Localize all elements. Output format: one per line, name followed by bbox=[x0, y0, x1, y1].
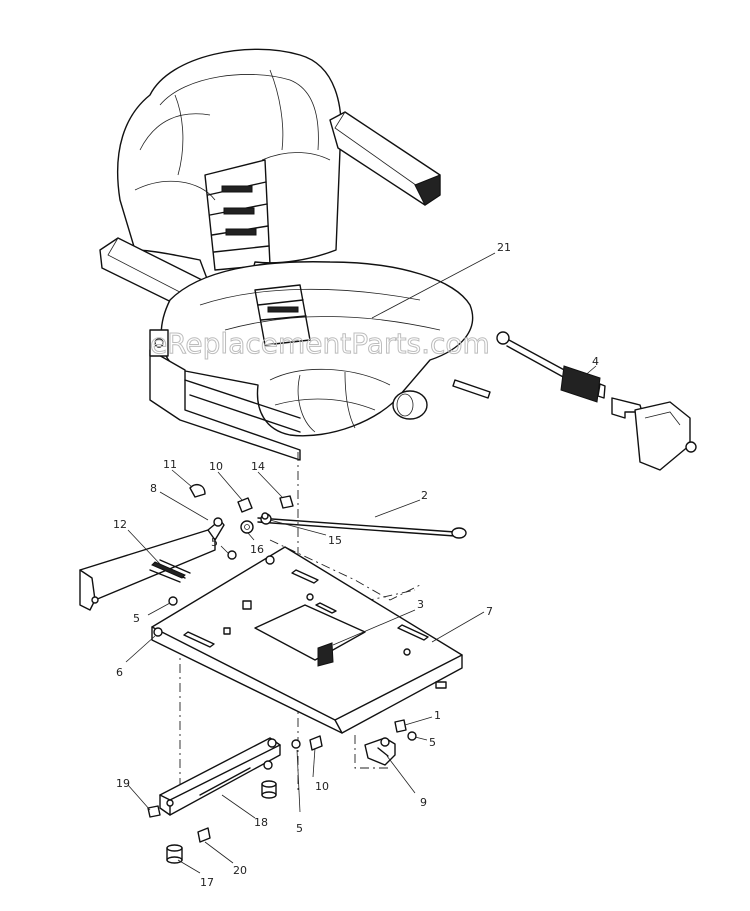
callout-16: 16 bbox=[250, 543, 264, 556]
callout-6: 6 bbox=[116, 666, 123, 679]
callout-17: 17 bbox=[200, 876, 214, 889]
callout-2: 2 bbox=[421, 489, 428, 502]
callout-21: 21 bbox=[497, 241, 511, 254]
bracket-nine bbox=[364, 737, 396, 766]
callout-19: 19 bbox=[116, 777, 130, 790]
wire-harness bbox=[257, 513, 467, 539]
callout-7: 7 bbox=[486, 605, 493, 618]
callout-9: 9 bbox=[420, 796, 427, 809]
callout-12: 12 bbox=[113, 518, 127, 531]
callout-20: 20 bbox=[233, 864, 247, 877]
callout-11: 11 bbox=[163, 458, 177, 471]
seat-assembly bbox=[99, 48, 491, 461]
callout-15: 15 bbox=[328, 534, 342, 547]
bracket-assembly bbox=[79, 517, 225, 611]
callout-5-c: 5 bbox=[429, 736, 436, 749]
callout-14: 14 bbox=[251, 460, 265, 473]
slide-rail bbox=[147, 737, 281, 864]
callout-8: 8 bbox=[150, 482, 157, 495]
callout-5-a: 5 bbox=[211, 536, 218, 549]
seat-plate bbox=[151, 546, 463, 734]
leader-lines bbox=[125, 252, 597, 874]
callout-10-top: 10 bbox=[209, 460, 223, 473]
callout-18: 18 bbox=[254, 816, 268, 829]
callout-1: 1 bbox=[434, 709, 441, 722]
watermark: eReplacementParts.com bbox=[150, 327, 490, 360]
seat-belt bbox=[496, 331, 697, 471]
hardware bbox=[168, 483, 417, 751]
callout-labels: 21 4 11 10 14 8 2 12 5 16 15 3 5 7 6 1 5… bbox=[113, 241, 599, 889]
callout-10-bottom: 10 bbox=[315, 780, 329, 793]
callout-5-d: 5 bbox=[296, 822, 303, 835]
callout-5-b: 5 bbox=[133, 612, 140, 625]
callout-4: 4 bbox=[592, 355, 599, 368]
callout-3: 3 bbox=[417, 598, 424, 611]
